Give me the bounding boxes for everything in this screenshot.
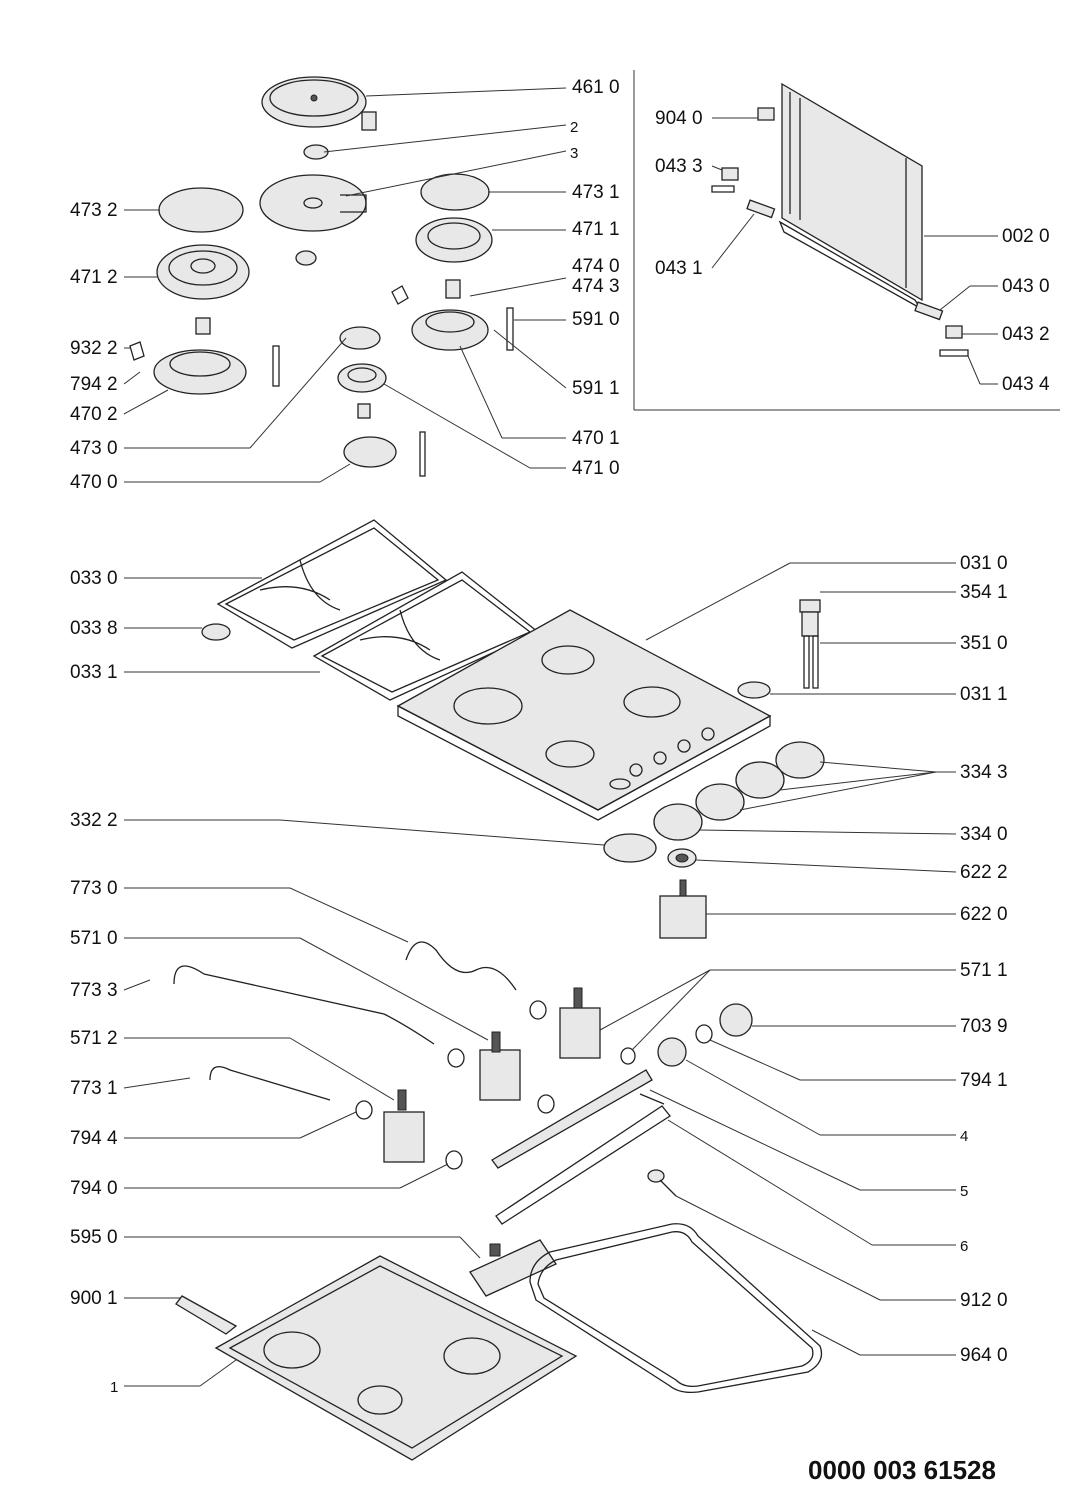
label-703-9: 703 9 <box>960 1016 1008 1037</box>
label-332-2: 332 2 <box>70 810 118 831</box>
label-2: 2 <box>570 119 579 136</box>
label-571-1: 571 1 <box>960 960 1008 981</box>
label-471-1: 471 1 <box>572 219 620 240</box>
label-773-3: 773 3 <box>70 980 118 1001</box>
ignition-button <box>737 599 821 699</box>
label-794-1: 794 1 <box>960 1070 1008 1091</box>
burner-head-left <box>156 244 250 300</box>
label-595-0: 595 0 <box>70 1227 118 1248</box>
label-474-0: 474 0 <box>572 256 620 277</box>
plate-disc <box>259 174 367 232</box>
label-5: 5 <box>960 1183 969 1200</box>
label-043-4: 043 4 <box>1002 374 1050 395</box>
gas-manifold <box>491 1069 671 1225</box>
label-043-3: 043 3 <box>655 156 703 177</box>
seal-gasket <box>529 1223 823 1394</box>
label-900-1: 900 1 <box>70 1288 118 1309</box>
burner-cap-left <box>158 187 244 233</box>
label-6: 6 <box>960 1238 969 1255</box>
base-tray <box>214 1255 578 1461</box>
label-794-0: 794 0 <box>70 1178 118 1199</box>
label-043-2: 043 2 <box>1002 324 1050 345</box>
label-773-0: 773 0 <box>70 878 118 899</box>
label-471-0: 471 0 <box>572 458 620 479</box>
burner-small <box>337 326 426 477</box>
label-473-2: 473 2 <box>70 200 118 221</box>
label-351-0: 351 0 <box>960 633 1008 654</box>
label-964-0: 964 0 <box>960 1345 1008 1366</box>
label-461-0: 461 0 <box>572 77 620 98</box>
label-794-4: 794 4 <box>70 1128 118 1149</box>
gas-inlet-fittings <box>657 1003 753 1067</box>
label-033-1: 033 1 <box>70 662 118 683</box>
label-354-1: 354 1 <box>960 582 1008 603</box>
label-773-1: 773 1 <box>70 1078 118 1099</box>
label-912-0: 912 0 <box>960 1290 1008 1311</box>
label-474-3: 474 3 <box>572 276 620 297</box>
label-591-0: 591 0 <box>572 309 620 330</box>
burner-head-right <box>415 217 493 263</box>
glass-lid <box>778 82 923 309</box>
hotplate <box>261 76 377 131</box>
energy-regulator <box>659 879 707 939</box>
ignition-generator <box>469 1239 557 1297</box>
label-033-8: 033 8 <box>70 618 118 639</box>
inset-frame <box>633 70 1060 411</box>
lid-hinges <box>711 107 969 357</box>
label-904-0: 904 0 <box>655 108 703 129</box>
label-471-2: 471 2 <box>70 267 118 288</box>
label-033-0: 033 0 <box>70 568 118 589</box>
document-number: 0000 003 61528 <box>808 1455 996 1485</box>
label-334-3: 334 3 <box>960 762 1008 783</box>
label-1: 1 <box>110 1379 119 1396</box>
label-470-2: 470 2 <box>70 404 118 425</box>
label-932-2: 932 2 <box>70 338 118 359</box>
label-622-0: 622 0 <box>960 904 1008 925</box>
label-470-1: 470 1 <box>572 428 620 449</box>
label-043-1: 043 1 <box>655 258 703 279</box>
label-794-2: 794 2 <box>70 374 118 395</box>
label-3: 3 <box>570 145 579 162</box>
gas-pipes <box>173 941 517 1101</box>
screw <box>647 1169 677 1197</box>
label-473-0: 473 0 <box>70 438 118 459</box>
burner-cap-right <box>420 173 490 211</box>
label-4: 4 <box>960 1128 969 1145</box>
label-571-2: 571 2 <box>70 1028 118 1049</box>
label-591-1: 591 1 <box>572 378 620 399</box>
label-473-1: 473 1 <box>572 182 620 203</box>
pan-support-left <box>216 519 448 649</box>
label-002-0: 002 0 <box>1002 226 1050 247</box>
burner-body-left <box>129 317 280 395</box>
label-470-0: 470 0 <box>70 472 118 493</box>
sealing-rings <box>355 1000 713 1170</box>
gas-valves <box>383 987 601 1163</box>
leader-lines <box>123 87 998 1387</box>
support-foot <box>201 623 231 641</box>
burner-body-right <box>391 279 514 351</box>
label-043-0: 043 0 <box>1002 276 1050 297</box>
label-031-1: 031 1 <box>960 684 1008 705</box>
label-334-0: 334 0 <box>960 824 1008 845</box>
knob-cover-and-bezel <box>603 833 697 868</box>
label-622-2: 622 2 <box>960 862 1008 883</box>
control-knobs <box>653 741 825 841</box>
label-571-0: 571 0 <box>70 928 118 949</box>
clamp <box>175 1295 238 1335</box>
label-031-0: 031 0 <box>960 553 1008 574</box>
hob-top <box>396 609 772 821</box>
